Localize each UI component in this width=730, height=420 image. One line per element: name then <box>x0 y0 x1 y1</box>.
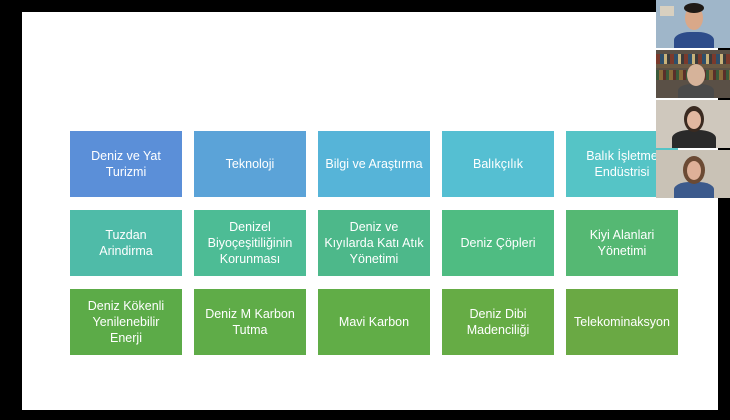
participant-strip <box>656 0 730 200</box>
tile-mavi-karbon: Mavi Karbon <box>318 289 430 355</box>
wall-picture <box>660 6 674 16</box>
participant-hair <box>684 3 704 13</box>
tile-denizel-biyocesitilik: Denizel Biyoçeşitiliğinin Korunması <box>194 210 306 276</box>
tile-kati-atik-yonetimi: Deniz ve Kıyılarda Katı Atık Yönetimi <box>318 210 430 276</box>
tile-tuzdan-arindirma: Tuzdan Arindirma <box>70 210 182 276</box>
tile-bilgi-ve-arastirma: Bilgi ve Araştırma <box>318 131 430 197</box>
books <box>656 54 730 64</box>
participant-head <box>687 161 701 180</box>
tile-deniz-copleri: Deniz Çöpleri <box>442 210 554 276</box>
participant-head <box>687 64 705 86</box>
tile-yenilenebilir-enerji: Deniz Kökenli Yenilenebilir Enerji <box>70 289 182 355</box>
participant-video-4[interactable] <box>656 150 730 198</box>
participant-head <box>687 111 701 129</box>
tile-teknoloji: Teknoloji <box>194 131 306 197</box>
tile-deniz-dibi-madenciligi: Deniz Dibi Madenciliği <box>442 289 554 355</box>
tile-balikcilik: Balıkçılık <box>442 131 554 197</box>
participant-video-2[interactable] <box>656 50 730 98</box>
participant-body <box>678 84 714 98</box>
tile-kiyi-alanlari-yonetimi: Kiyi Alanlari Yönetimi <box>566 210 678 276</box>
tile-deniz-ve-yat-turizmi: Deniz ve Yat Turizmi <box>70 131 182 197</box>
participant-video-1[interactable] <box>656 0 730 48</box>
participant-video-3[interactable] <box>656 100 730 148</box>
participant-body <box>674 182 714 198</box>
tile-telekominaksyon: Telekominaksyon <box>566 289 678 355</box>
participant-body <box>674 32 714 48</box>
participant-body <box>672 130 716 148</box>
tile-karbon-tutma: Deniz M Karbon Tutma <box>194 289 306 355</box>
presentation-slide: Deniz ve Yat Turizmi Teknoloji Bilgi ve … <box>22 12 718 410</box>
